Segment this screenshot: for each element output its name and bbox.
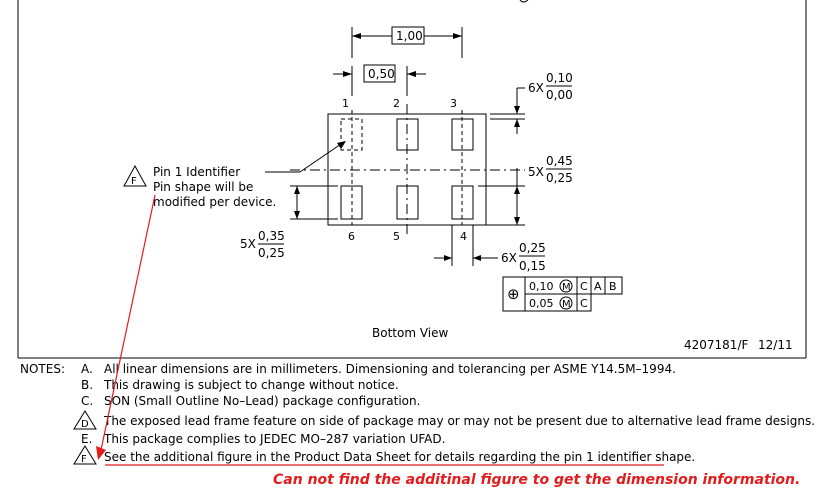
dim-left-pad-upper: 0,35: [258, 229, 285, 243]
pin1-leader-diagonal: [299, 141, 345, 173]
note-c-text: SON (Small Outline No–Lead) package conf…: [104, 394, 420, 408]
dim-1-00-value: 1,00: [396, 29, 423, 43]
note-d-flag-icon: [73, 410, 97, 430]
note-c-letter: C.: [81, 394, 93, 408]
pin1-note-line-2: Pin shape will be: [153, 180, 253, 194]
dim-pad-width-arrow-right: [473, 255, 481, 261]
fcf-row1-tol: 0,10: [529, 280, 554, 293]
dim-1-00-arrow-left: [352, 33, 361, 39]
dim-left-pad-lower: 0,25: [258, 246, 285, 260]
fcf-row1-ref1: C: [580, 280, 588, 293]
note-d-text: The exposed lead frame feature on side o…: [103, 414, 815, 428]
dim-0-50-basic-box: [363, 64, 396, 83]
fcf-row1-mod: M: [562, 282, 571, 293]
position-tolerance-icon: ⊕: [507, 285, 520, 303]
fcf-row1-mmc-icon: [559, 279, 573, 293]
pin-6-pad: [340, 185, 363, 220]
dim-pad-width-lower: 0,15: [519, 259, 546, 273]
dim-1-00-arrow-right: [453, 33, 462, 39]
pin-3-pad: [451, 118, 474, 151]
dim-top-gap-upper: 0,10: [546, 71, 573, 85]
dim-0-50-arrow-right: [407, 71, 416, 77]
note-a-text: All linear dimensions are in millimeters…: [104, 362, 676, 376]
dim-pad-width-mult: 6X: [501, 251, 517, 265]
pin-label-4: 4: [460, 230, 467, 243]
note-f-text: See the additional figure in the Product…: [104, 450, 695, 464]
pin-label-6: 6: [348, 230, 355, 243]
dim-left-pad-arrow-top: [294, 186, 300, 194]
dim-left-pad-mult: 5X: [240, 237, 256, 251]
dim-pad-length-upper: 0,45: [546, 154, 573, 168]
note-f-letter: F: [81, 454, 87, 465]
note-b-letter: B.: [81, 378, 93, 392]
feature-control-frame: ⊕ 0,10 M C A B 0,05 M C: [502, 276, 623, 312]
pin-label-5: 5: [393, 230, 400, 243]
note-f-flag-letter: F: [131, 176, 137, 187]
fcf-row1-ref2: A: [594, 280, 602, 293]
dim-pad-width-upper: 0,25: [519, 241, 546, 255]
note-f-flag-icon: [123, 164, 147, 187]
note-e-text: This package complies to JEDEC MO–287 va…: [103, 432, 445, 446]
pin1-note-line-3: modified per device.: [153, 195, 276, 209]
fcf-row2-tol: 0,05: [529, 297, 554, 310]
pin-4-pad: [451, 185, 474, 220]
dim-0-50-arrow-left: [343, 71, 352, 77]
notes-heading: NOTES:: [20, 362, 65, 376]
dim-top-gap-arrow-top: [514, 106, 520, 114]
dim-pad-length-arrow-top: [514, 186, 520, 194]
dim-left-pad-arrow-bottom: [294, 211, 300, 219]
fcf-row1-ref3-cell: [604, 276, 623, 295]
pin1-leader-arrow: [337, 141, 346, 149]
dim-top-gap-lower: 0,00: [546, 88, 573, 102]
fcf-row2-mmc-icon: [559, 296, 573, 310]
dim-pad-width-arrow-left: [444, 255, 452, 261]
fcf-row2-mod: M: [562, 299, 571, 310]
note-b-text: This drawing is subject to change withou…: [103, 378, 399, 392]
pin-label-2: 2: [393, 97, 400, 110]
dim-top-gap-arrow-bottom: [514, 119, 520, 127]
note-a-letter: A.: [81, 362, 93, 376]
dim-pad-length-lower: 0,25: [546, 171, 573, 185]
fcf-row1-ref3: B: [609, 280, 617, 293]
red-pointer-arrow: [96, 446, 106, 460]
dim-top-gap-mult: 6X: [528, 81, 544, 95]
note-f-flag-icon-2: [73, 445, 97, 465]
red-pointer-line: [100, 194, 156, 451]
dim-pad-length-mult: 5X: [528, 165, 544, 179]
fcf-row2-ref1: C: [580, 297, 588, 310]
dim-0-50-value: 0,50: [368, 67, 395, 81]
pin-5-pad: [396, 185, 419, 220]
document-date: 12/11: [758, 338, 793, 352]
dim-1-00-basic-box: [391, 26, 425, 45]
pin-1-pad-dashed: [340, 118, 363, 151]
note-d-letter: D: [81, 419, 89, 430]
view-label: Bottom View: [372, 326, 448, 340]
pin-label-1: 1: [342, 97, 349, 110]
red-annotation-comment: Can not find the additinal figure to get…: [273, 472, 800, 488]
fcf-row2-ref1-cell: [576, 293, 592, 312]
note-e-letter: E.: [81, 432, 92, 446]
document-id: 4207181/F: [684, 338, 748, 352]
pin-2-pad: [396, 118, 419, 151]
pin-label-3: 3: [450, 97, 457, 110]
cropped-text-fragment: [519, 0, 529, 3]
dim-pad-length-arrow-bottom: [514, 217, 520, 225]
pin1-note-line-1: Pin 1 Identifier: [153, 165, 240, 179]
